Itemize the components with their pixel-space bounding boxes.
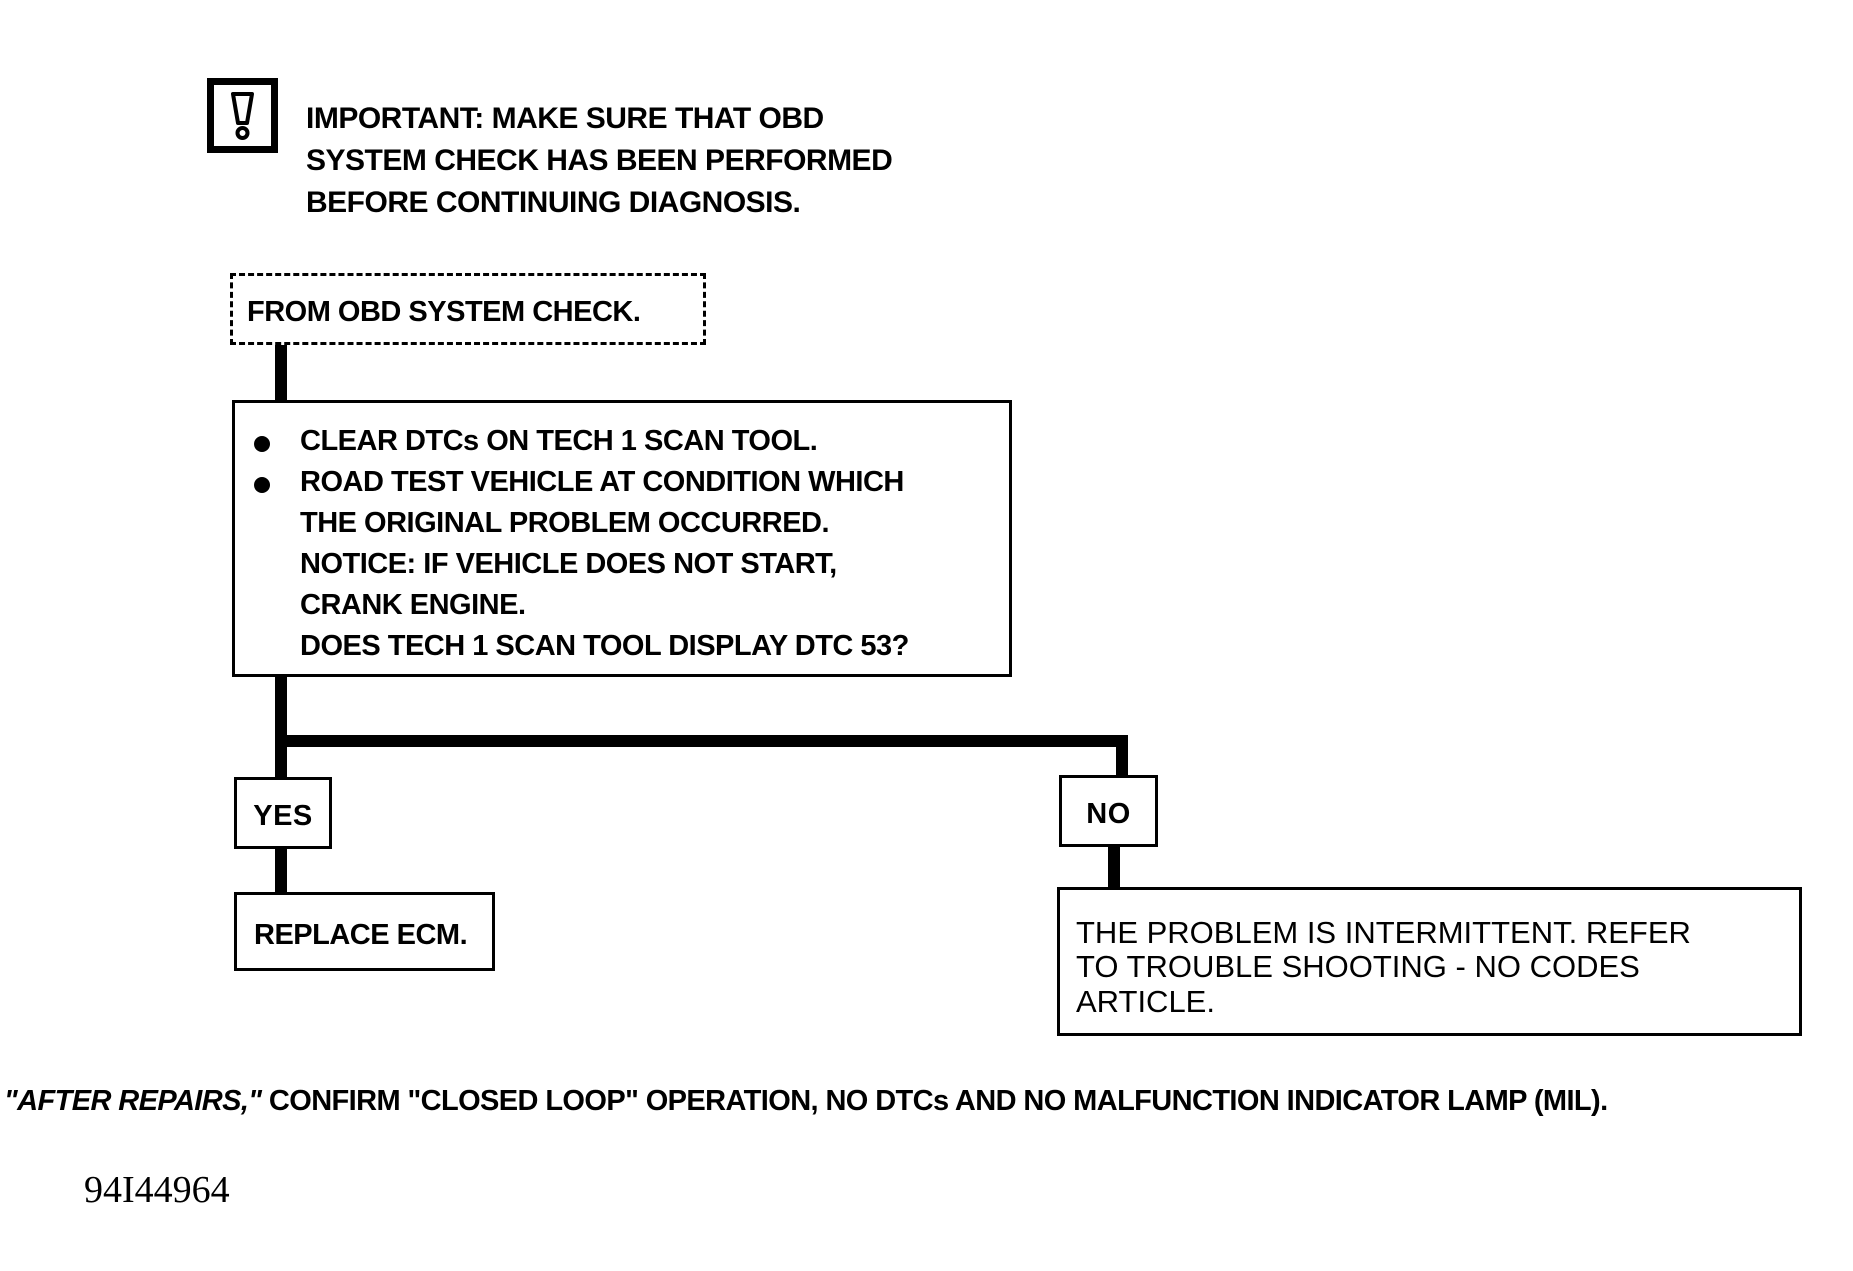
- intermittent-line-2: TO TROUBLE SHOOTING - NO CODES: [1076, 949, 1640, 984]
- important-line-1: IMPORTANT: MAKE SURE THAT OBD: [306, 102, 824, 135]
- after-repairs-emphasis: "AFTER REPAIRS,": [4, 1085, 262, 1117]
- no-label: NO: [1086, 798, 1131, 830]
- yes-box: YES: [234, 777, 332, 849]
- start-box: FROM OBD SYSTEM CHECK.: [230, 273, 706, 345]
- check-bullet-1: CLEAR DTCs ON TECH 1 SCAN TOOL.: [300, 425, 818, 457]
- check-step-box: CLEAR DTCs ON TECH 1 SCAN TOOL. ROAD TES…: [232, 400, 1012, 677]
- connector-check-down: [275, 676, 287, 778]
- connector-yes-to-replace: [275, 848, 287, 893]
- check-bullet-2: ROAD TEST VEHICLE AT CONDITION WHICH: [300, 466, 904, 498]
- intermittent-line-3: ARTICLE.: [1076, 984, 1215, 1019]
- intermittent-box: THE PROBLEM IS INTERMITTENT. REFER TO TR…: [1057, 887, 1802, 1036]
- bullet-icon: [254, 436, 270, 452]
- yes-label: YES: [253, 800, 313, 832]
- check-line-3: CRANK ENGINE.: [300, 589, 526, 621]
- connector-to-no: [1116, 735, 1128, 776]
- connector-start-to-check: [275, 345, 287, 401]
- check-line-2: NOTICE: IF VEHICLE DOES NOT START,: [300, 548, 837, 580]
- important-notice: IMPORTANT: MAKE SURE THAT OBD SYSTEM CHE…: [306, 98, 946, 224]
- exclamation-icon-graphic: [231, 92, 254, 140]
- check-line-1: THE ORIGINAL PROBLEM OCCURRED.: [300, 507, 830, 539]
- important-line-2: SYSTEM CHECK HAS BEEN PERFORMED: [306, 144, 893, 177]
- after-repairs-note: "AFTER REPAIRS," CONFIRM "CLOSED LOOP" O…: [4, 1085, 1608, 1118]
- replace-ecm-box: REPLACE ECM.: [234, 892, 495, 971]
- check-question: DOES TECH 1 SCAN TOOL DISPLAY DTC 53?: [300, 630, 909, 662]
- figure-id: 94I44964: [84, 1169, 230, 1211]
- connector-horizontal: [275, 735, 1128, 747]
- bullet-icon: [254, 477, 270, 493]
- connector-no-to-intermittent: [1108, 846, 1120, 888]
- replace-ecm-text: REPLACE ECM.: [254, 919, 468, 951]
- after-repairs-text: CONFIRM "CLOSED LOOP" OPERATION, NO DTCs…: [261, 1085, 1608, 1117]
- start-label: FROM OBD SYSTEM CHECK.: [247, 296, 641, 328]
- intermittent-line-1: THE PROBLEM IS INTERMITTENT. REFER: [1076, 915, 1691, 950]
- important-line-3: BEFORE CONTINUING DIAGNOSIS.: [306, 186, 801, 219]
- no-box: NO: [1059, 775, 1158, 847]
- exclamation-icon: [207, 78, 278, 153]
